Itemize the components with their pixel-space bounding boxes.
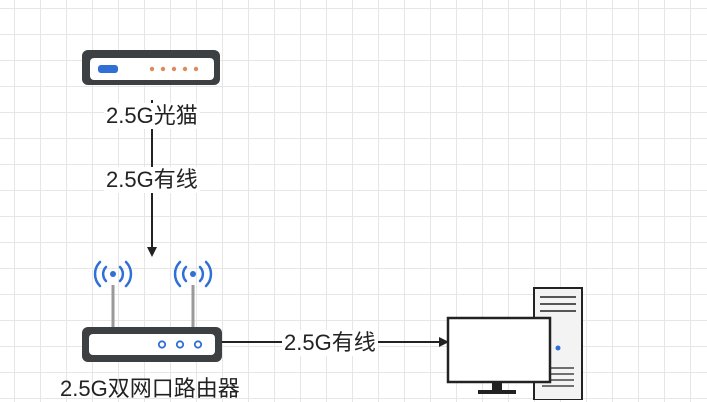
- modem-label: 2.5G光猫: [104, 103, 200, 129]
- desktop-computer-icon: [446, 316, 552, 394]
- router-icon: [82, 260, 222, 362]
- wifi-signal-icon: [93, 260, 133, 288]
- edge-label-router-computer: 2.5G有线: [282, 330, 378, 356]
- modem-icon: [82, 50, 220, 85]
- wifi-signal-icon: [173, 260, 213, 288]
- router-label: 2.5G双网口路由器: [60, 376, 240, 401]
- edge-label-modem-router: 2.5G有线: [104, 167, 200, 193]
